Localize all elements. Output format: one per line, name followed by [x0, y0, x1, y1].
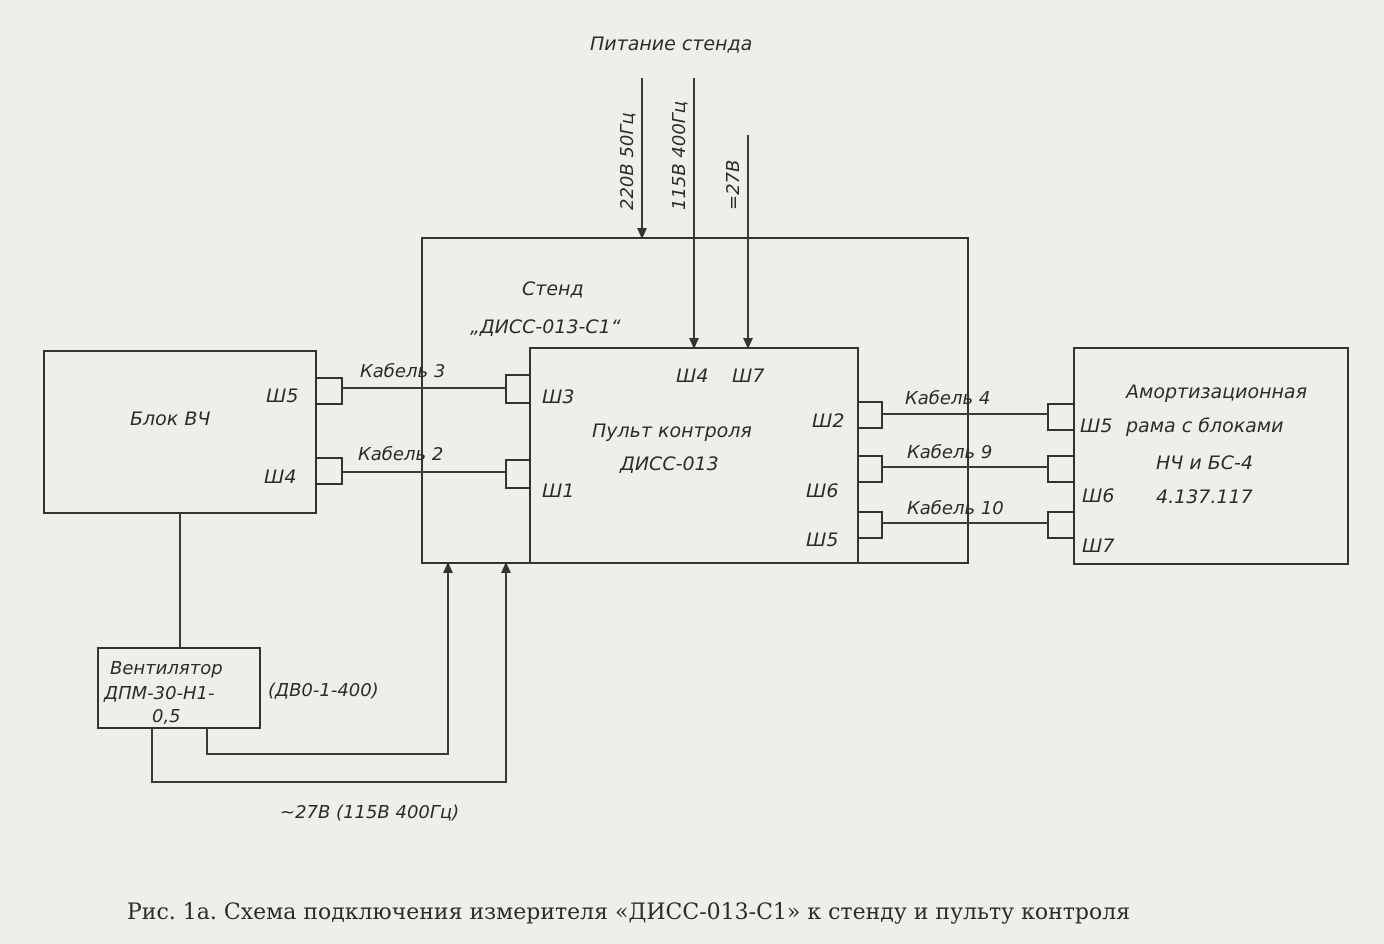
bottom-supply-label: ~27В (115В 400Гц) — [280, 802, 459, 823]
figure-caption: Рис. 1а. Схема подключения измерителя «Д… — [127, 900, 1130, 925]
connector-pult-sh5 — [857, 511, 883, 539]
connector-rama-sh6 — [1047, 455, 1075, 483]
fan-supply-line-2 — [151, 562, 511, 783]
control-panel-sh1: Ш1 — [542, 480, 574, 502]
control-panel-label: Пульт контроля — [592, 420, 752, 442]
cable-4-label: Кабель 4 — [905, 388, 990, 409]
connector-pult-sh6 — [857, 455, 883, 483]
fan-label-line2: ДПМ-30-Н1- — [103, 683, 215, 704]
fan-label-line1: Вентилятор — [110, 658, 223, 679]
hf-unit-sh4: Ш4 — [264, 466, 296, 488]
connector-pult-sh1 — [505, 459, 531, 489]
control-panel-sh5: Ш5 — [806, 529, 838, 551]
power-label-27v: =27В — [723, 160, 744, 210]
fan-label-line3: 0,5 — [152, 706, 181, 727]
power-label-115v: 115В 400Гц — [669, 101, 690, 210]
stand-label: Стенд — [522, 278, 584, 300]
shock-frame-line2: рама с блоками — [1125, 415, 1284, 437]
control-panel-sh2: Ш2 — [812, 410, 844, 432]
shock-frame-line1: Амортизационная — [1124, 381, 1307, 403]
connector-rama-sh5 — [1047, 403, 1075, 431]
power-title: Питание стенда — [590, 33, 752, 55]
shock-frame-sh5: Ш5 — [1080, 415, 1112, 437]
cable-2-label: Кабель 2 — [358, 444, 443, 465]
shock-frame-sh7: Ш7 — [1082, 535, 1114, 557]
stand-model-label: „ДИСС-013-С1“ — [470, 316, 621, 338]
fan-alt-label: (ДВ0-1-400) — [268, 680, 379, 701]
fan-supply-line-1 — [206, 562, 453, 755]
cable-3-label: Кабель 3 — [360, 361, 445, 382]
control-panel-model: ДИСС-013 — [619, 453, 719, 475]
fan-box — [97, 647, 261, 729]
control-panel-sh4: Ш4 — [676, 365, 708, 387]
hf-unit-box — [43, 350, 317, 514]
shock-frame-line4: 4.137.117 — [1156, 486, 1253, 508]
cable-10-label: Кабель 10 — [907, 498, 1004, 519]
connector-pult-sh2 — [857, 401, 883, 429]
connector-pult-sh3 — [505, 374, 531, 404]
shock-frame-sh6: Ш6 — [1082, 485, 1114, 507]
shock-frame-line3: НЧ и БС-4 — [1156, 452, 1253, 474]
connector-blok-sh4 — [315, 457, 343, 485]
power-label-220v: 220В 50Гц — [617, 112, 638, 210]
cable-9-label: Кабель 9 — [907, 442, 992, 463]
connector-blok-sh5 — [315, 377, 343, 405]
hf-unit-label: Блок ВЧ — [130, 408, 210, 430]
connector-rama-sh7 — [1047, 511, 1075, 539]
control-panel-sh7: Ш7 — [732, 365, 764, 387]
hf-unit-sh5: Ш5 — [266, 385, 298, 407]
control-panel-sh6: Ш6 — [806, 480, 838, 502]
control-panel-sh3: Ш3 — [542, 386, 574, 408]
